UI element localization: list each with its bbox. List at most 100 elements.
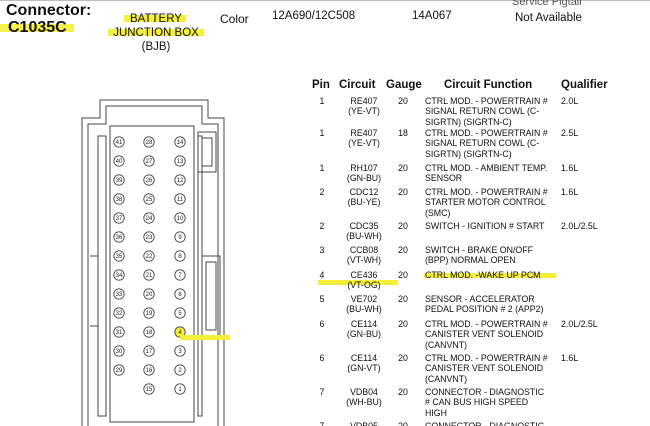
row-10-gauge-line: 20 [398, 387, 408, 397]
pin-28-cavity [143, 136, 155, 148]
row-7-pin: 5 [312, 294, 332, 304]
pin-11-label: 11 [177, 197, 184, 203]
pin-39-label: 39 [116, 178, 123, 184]
pin-11-cavity [174, 193, 186, 205]
row-11-circuit: VDB05 [336, 421, 392, 426]
pin-14-cavity [174, 136, 186, 148]
row-7-gauge-line: 20 [398, 294, 408, 304]
row-9-qualifier-line: 1.6L [561, 353, 579, 363]
row-10-circuit-line: VDB04 [350, 387, 378, 397]
row-7-pin-line: 5 [319, 294, 325, 304]
row-0-gauge-line: 20 [398, 96, 408, 106]
row-2-qualifier: 1.6L [561, 163, 641, 173]
row-0-function-line: CTRL MOD. - POWERTRAIN # [425, 96, 548, 106]
pin-5-cavity [174, 307, 186, 319]
row-7-circuit-line: VE702 [350, 294, 378, 304]
row-9-circuit: CE114(GN-VT) [336, 353, 392, 374]
row-0-pin-line: 1 [319, 96, 325, 106]
row-3-function-line: STARTER MOTOR CONTROL [425, 197, 546, 208]
row-0-function: CTRL MOD. - POWERTRAIN #SIGNAL RETURN CO… [425, 96, 557, 127]
pin-1-cavity [174, 383, 186, 395]
row-8-gauge-line: 20 [398, 319, 408, 329]
row-1-function-line: SIGNAL RETURN COWL (C- [425, 138, 540, 149]
row-3-gauge: 20 [392, 187, 414, 197]
pin-39-cavity [113, 174, 125, 186]
row-11-gauge-line: 20 [398, 421, 408, 426]
pin-15-cavity [143, 383, 155, 395]
pin-2-cavity [174, 364, 186, 376]
pin-7-cavity [174, 269, 186, 281]
row-2-function-line: CTRL MOD. - AMBIENT TEMP. [425, 163, 548, 173]
row-6-pin-line: 4 [319, 270, 325, 280]
row-1-circuit-line: (YE-VT) [348, 138, 380, 149]
column-header-pin: Pin [312, 79, 330, 91]
row-2-circuit-line: (GN-BU) [346, 173, 382, 184]
pin-26-label: 26 [146, 178, 153, 184]
row-3-function: CTRL MOD. - POWERTRAIN #STARTER MOTOR CO… [425, 187, 557, 218]
pin-41-label: 41 [116, 140, 123, 146]
pin-10-cavity [174, 212, 186, 224]
pin-19-cavity [143, 307, 155, 319]
row-7-circuit-line: (BU-WH) [346, 304, 382, 315]
pin-6-cavity [174, 288, 186, 300]
pin-34-cavity [113, 269, 125, 281]
pin-19-label: 19 [146, 311, 153, 317]
row-3-circuit-line: CDC12 [349, 187, 379, 197]
pin-41-cavity [113, 136, 125, 148]
row-1-qualifier-line: 2.5L [561, 128, 579, 138]
pin-30-label: 30 [116, 349, 123, 355]
pin-38-label: 38 [116, 197, 123, 203]
row-5-circuit: CCB08(VT-WH) [336, 245, 392, 266]
row-4-gauge: 20 [392, 221, 414, 231]
pin-26-cavity [143, 174, 155, 186]
row-1-qualifier: 2.5L [561, 128, 641, 138]
pin-23-cavity [143, 231, 155, 243]
pin-17-cavity [143, 345, 155, 357]
row-9-function-line: CANISTER VENT SOLENOID [425, 363, 544, 374]
row-1-pin: 1 [312, 128, 332, 138]
row-7-gauge: 20 [392, 294, 414, 304]
row-0-circuit-line: RE407 [350, 96, 378, 106]
row-4-function-highlight [424, 273, 556, 278]
pin-23-label: 23 [146, 235, 153, 241]
pin-13-label: 13 [177, 159, 184, 165]
pin-13-cavity [174, 155, 186, 167]
row-2-function-line: SENSOR [425, 173, 463, 184]
row-1-pin-line: 1 [319, 128, 325, 138]
row-5-function: SWITCH - BRAKE ON/OFF(BPP) NORMAL OPEN [425, 245, 557, 266]
row-2-circuit: RH107(GN-BU) [336, 163, 392, 184]
row-11-function-line: CONNECTOR - DIAGNOSTIC [425, 421, 545, 426]
row-1-function-line: SIGRTN) (SIGRTN-C) [425, 148, 512, 159]
component-line-1: BATTERY [130, 13, 182, 25]
row-4-pin-line: 2 [319, 221, 325, 231]
pin-3-cavity [174, 345, 186, 357]
pin-33-label: 33 [116, 292, 123, 298]
pin-9-cavity [174, 231, 186, 243]
row-2-gauge: 20 [392, 163, 414, 173]
row-1-function: CTRL MOD. - POWERTRAIN #SIGNAL RETURN CO… [425, 128, 557, 159]
row-4-circuit-highlight [318, 280, 398, 285]
pin-24-cavity [143, 212, 155, 224]
row-1-circuit-line: RE407 [350, 128, 378, 138]
pin-37-label: 37 [116, 216, 123, 222]
pin-8-label: 8 [178, 254, 182, 260]
row-8-qualifier-line: 2.0L/2.5L [561, 319, 598, 329]
component-highlight-1 [124, 15, 186, 22]
row-9-gauge: 20 [392, 353, 414, 363]
pin-22-label: 22 [146, 254, 153, 260]
row-0-circuit: RE407(YE-VT) [336, 96, 392, 117]
pin-3-label: 3 [178, 349, 182, 355]
row-5-circuit-line: (VT-WH) [346, 255, 382, 266]
connector-label: Connector: [6, 2, 92, 19]
pigtail-heading-partial: Service Pigtail [512, 0, 582, 8]
pin-34-label: 34 [116, 273, 123, 279]
row-4-qualifier: 2.0L/2.5L [561, 221, 641, 231]
pin-20-cavity [143, 288, 155, 300]
row-11-gauge: 20 [392, 421, 414, 426]
row-8-gauge: 20 [392, 319, 414, 329]
